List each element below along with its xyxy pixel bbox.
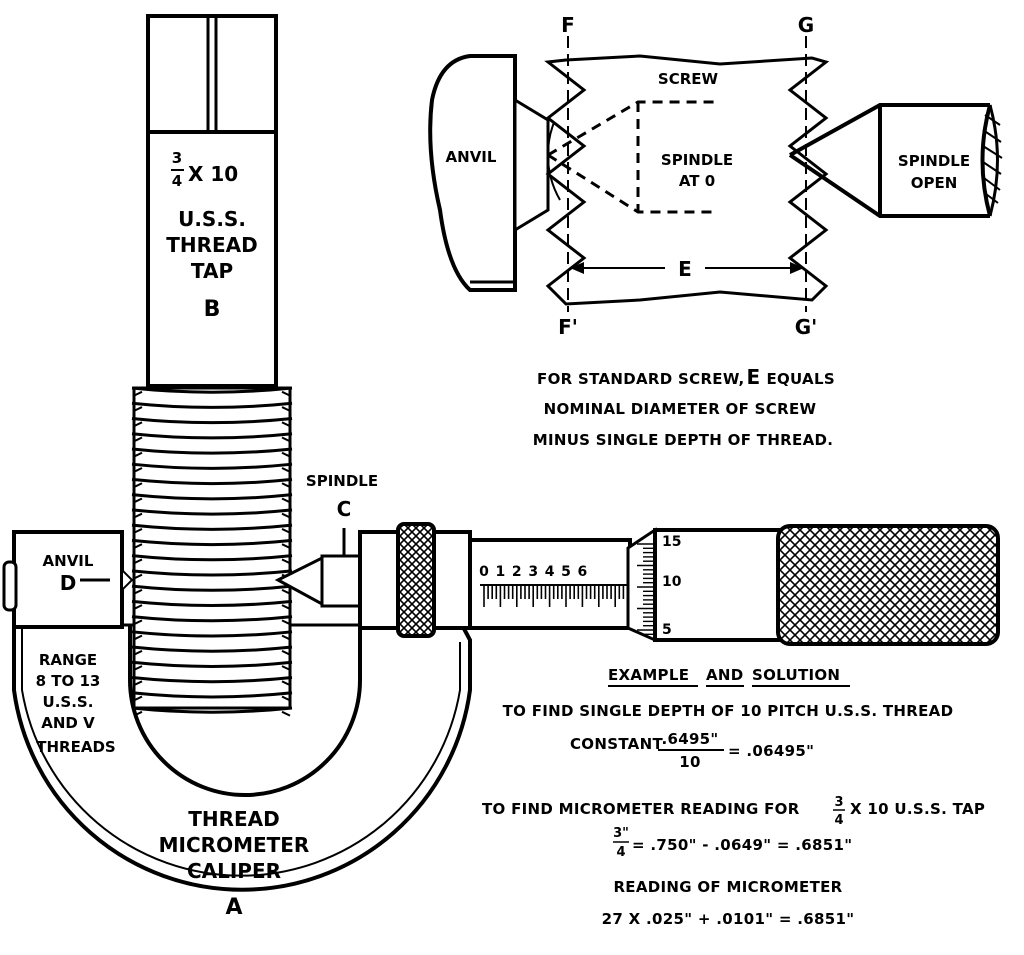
tap-frac-den: 4 [172,172,182,190]
f-bottom: F' [558,315,578,339]
thread-tap [131,14,293,717]
constant-num: .6495" [661,730,718,748]
sleeve-number: 5 [561,564,571,580]
sleeve-number: 2 [512,564,522,580]
range-line-4: AND V [41,714,95,732]
anvil-letter: D [60,571,77,595]
screw-label: SCREW [658,70,719,88]
sleeve-number: 0 [479,564,489,580]
spindle-at0-1: SPINDLE [661,151,733,169]
thread-detail-figure [428,36,1003,312]
range-line-2: 8 TO 13 [36,672,101,690]
calc-frac-num: 3" [613,826,629,841]
caliper-labels: ANVIL D RANGE 8 TO 13 U.S.S. AND V THREA… [36,472,682,920]
note-line-2: NOMINAL DIAMETER OF SCREW [544,400,817,418]
tap-threads [131,386,293,717]
thimble-5: 5 [662,622,672,638]
anvil-block [2,530,134,629]
thimble-15: 15 [662,534,681,550]
sleeve-number: 3 [528,564,538,580]
spindle-open-2: OPEN [911,174,958,192]
example-solution: EXAMPLE AND SOLUTION TO FIND SINGLE DEPT… [482,666,985,928]
sleeve-number: 6 [578,564,588,580]
example-line-3: READING OF MICROMETER [613,878,842,896]
tap-line1: U.S.S. [178,207,246,231]
caliper-title-3: CALIPER [187,859,281,883]
range-line-1: RANGE [39,651,97,669]
sleeve-number: 4 [545,564,555,580]
spindle-label: SPINDLE [306,472,378,490]
note-line-3: MINUS SINGLE DEPTH OF THREAD. [533,431,834,449]
detail-labels: F F' G G' SCREW ANVIL SPINDLE AT 0 SPIND… [446,13,971,339]
example-line-4: 27 X .025" + .0101" = .6851" [602,910,855,928]
sleeve-scale-ticks [483,585,625,607]
caliper-letter: A [225,895,242,920]
tap-letter: B [204,297,221,322]
spindle-letter: C [337,497,352,521]
detail-anvil-label: ANVIL [446,148,497,166]
spindle-open-1: SPINDLE [898,152,970,170]
constant-label: CONSTANT [570,735,663,753]
constant-result: = .06495" [728,742,814,760]
e-label: E [678,257,692,281]
example-line-1: TO FIND SINGLE DEPTH OF 10 PITCH U.S.S. … [503,702,954,720]
caliper-title-2: MICROMETER [159,833,310,857]
line2-frac-den: 4 [834,813,843,828]
calc-rest: = .750" - .0649" = .6851" [632,836,852,854]
tap-size: X 10 [188,162,238,186]
line2-frac-num: 3 [834,795,843,810]
anvil-label: ANVIL [43,552,94,570]
g-top: G [798,13,814,37]
g-bottom: G' [795,315,818,339]
tap-line2: THREAD [166,233,258,257]
tap-frac-num: 3 [172,149,182,167]
range-line-5: THREADS [36,738,115,756]
f-top: F [561,13,575,37]
constant-den: 10 [679,753,700,771]
calc-frac-den: 4 [616,845,625,860]
caliper-title-1: THREAD [188,807,280,831]
example-line-2-pre: TO FIND MICROMETER READING FOR [482,800,800,818]
spindle-at0-2: AT 0 [679,172,715,190]
example-line-2-post: X 10 U.S.S. TAP [850,800,985,818]
thimble-10: 10 [662,574,682,590]
example-heading-2: AND [706,666,744,684]
sleeve-number: 1 [496,564,506,580]
range-line-3: U.S.S. [43,693,94,711]
example-heading-1: EXAMPLE [608,666,689,684]
tap-labels: 3 4 X 10 U.S.S. THREAD TAP B [166,149,258,322]
tap-line3: TAP [191,259,233,283]
example-heading-3: SOLUTION [752,666,840,684]
